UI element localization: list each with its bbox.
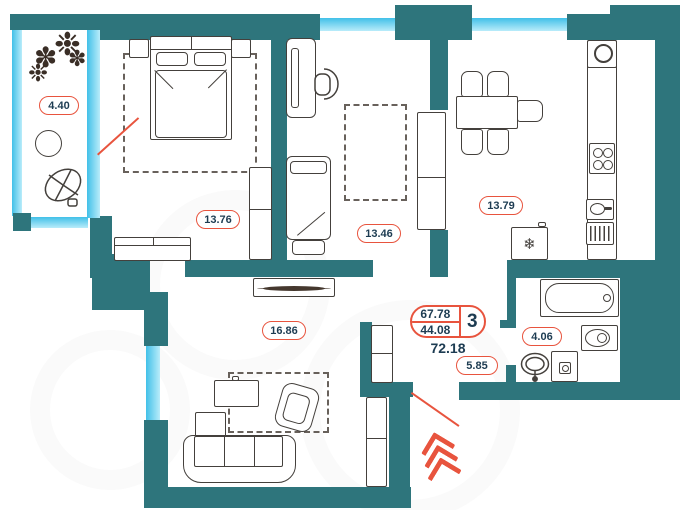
balcony-window <box>87 30 100 218</box>
room-area-label-bathroom: 4.06 <box>522 327 562 346</box>
snowflake-icon: ❄ <box>523 235 536 253</box>
console-table <box>253 278 335 297</box>
sink-bowl <box>594 44 613 63</box>
desk <box>286 38 316 118</box>
wall-segment <box>13 213 31 231</box>
room-area-label-kitchen: 13.79 <box>479 196 523 215</box>
dresser <box>114 237 191 261</box>
wardrobe <box>417 112 446 230</box>
wall-segment <box>506 365 516 383</box>
faucet <box>604 207 612 210</box>
wall-segment <box>389 397 410 507</box>
dining-chair <box>487 129 509 155</box>
wall-segment <box>655 14 680 270</box>
kitchen-washbasin <box>586 199 614 220</box>
washer-drum <box>561 364 569 372</box>
burner <box>603 148 613 158</box>
sink-drain <box>597 333 607 343</box>
decor-item <box>257 287 331 289</box>
wall-segment <box>10 14 102 30</box>
sink-basin <box>585 329 610 347</box>
wall-segment <box>620 270 680 400</box>
balcony-table <box>35 130 62 157</box>
toilet <box>520 352 550 382</box>
wall-segment <box>395 5 472 15</box>
dining-chair <box>517 100 543 122</box>
wall-segment <box>360 322 372 383</box>
room-area-label-bedroom1: 13.76 <box>196 210 240 229</box>
desk-chair <box>314 68 339 100</box>
tv-table-knob <box>232 376 239 381</box>
wall-segment <box>430 230 448 277</box>
balcony-glazing <box>12 30 22 216</box>
living-area: 44.08 <box>420 323 451 337</box>
plant-icon: ❉ <box>54 26 81 62</box>
balcony-glazing <box>20 217 88 228</box>
bed-foot-box <box>292 240 325 255</box>
pillow <box>156 52 188 66</box>
room-area-label-balcony: 4.40 <box>39 96 79 115</box>
burner <box>593 160 603 170</box>
pillow <box>194 52 226 66</box>
nightstand <box>231 39 251 58</box>
wall-segment <box>500 320 516 328</box>
blanket <box>155 70 227 138</box>
bathtub <box>540 279 619 317</box>
wall-segment <box>185 260 373 277</box>
plant-icon: ✽ <box>68 46 87 71</box>
radiator-grill <box>586 222 614 245</box>
window <box>472 18 567 31</box>
fridge: ❄ <box>511 227 548 260</box>
plant-icon: ✽ <box>34 42 58 73</box>
wall-segment <box>430 33 448 110</box>
nightstand <box>129 39 149 58</box>
area-with-balcony: 72.18 <box>430 340 466 356</box>
window <box>146 346 160 420</box>
plant-icon: ❉ <box>28 60 49 87</box>
wardrobe <box>249 167 272 260</box>
dining-chair <box>461 129 483 155</box>
washer-door <box>559 362 571 374</box>
wall-segment <box>271 33 287 262</box>
total-area: 67.78 <box>412 307 459 323</box>
bathroom-sink <box>581 325 618 351</box>
kitchen-sink-unit <box>587 40 617 68</box>
room-area-label-living: 16.86 <box>262 321 306 340</box>
wall-segment <box>507 260 657 278</box>
washing-machine <box>551 351 578 382</box>
dining-chair <box>461 71 483 97</box>
bathtub-inner <box>545 283 614 313</box>
burner <box>593 148 603 158</box>
wardrobe <box>371 325 393 383</box>
watermark-circle <box>300 300 520 510</box>
wardrobe <box>366 397 387 487</box>
rooms-count: 3 <box>458 307 484 336</box>
wall-segment <box>459 382 680 400</box>
wall-segment <box>507 278 516 328</box>
wall-segment <box>92 254 150 310</box>
stove <box>589 143 615 174</box>
bathtub-drain <box>603 294 611 302</box>
room-area-label-hallway: 5.85 <box>456 356 498 375</box>
carpet <box>344 104 407 201</box>
wall-segment <box>144 487 411 508</box>
dining-chair <box>487 71 509 97</box>
pillow <box>290 161 327 174</box>
sofa-cushions <box>194 436 283 467</box>
wall-segment <box>360 382 413 397</box>
grill-lines <box>590 226 610 241</box>
basin <box>590 203 605 215</box>
burner <box>603 160 613 170</box>
fridge-hinge <box>538 222 546 227</box>
dining-table <box>456 96 518 129</box>
wall-segment <box>144 292 168 346</box>
wall-segment <box>610 5 680 15</box>
area-badge: 67.78 44.08 3 <box>410 305 486 338</box>
tv-table <box>214 380 259 407</box>
egg-chair <box>44 168 82 207</box>
window <box>320 18 395 31</box>
room-area-label-bedroom2: 13.46 <box>357 224 401 243</box>
